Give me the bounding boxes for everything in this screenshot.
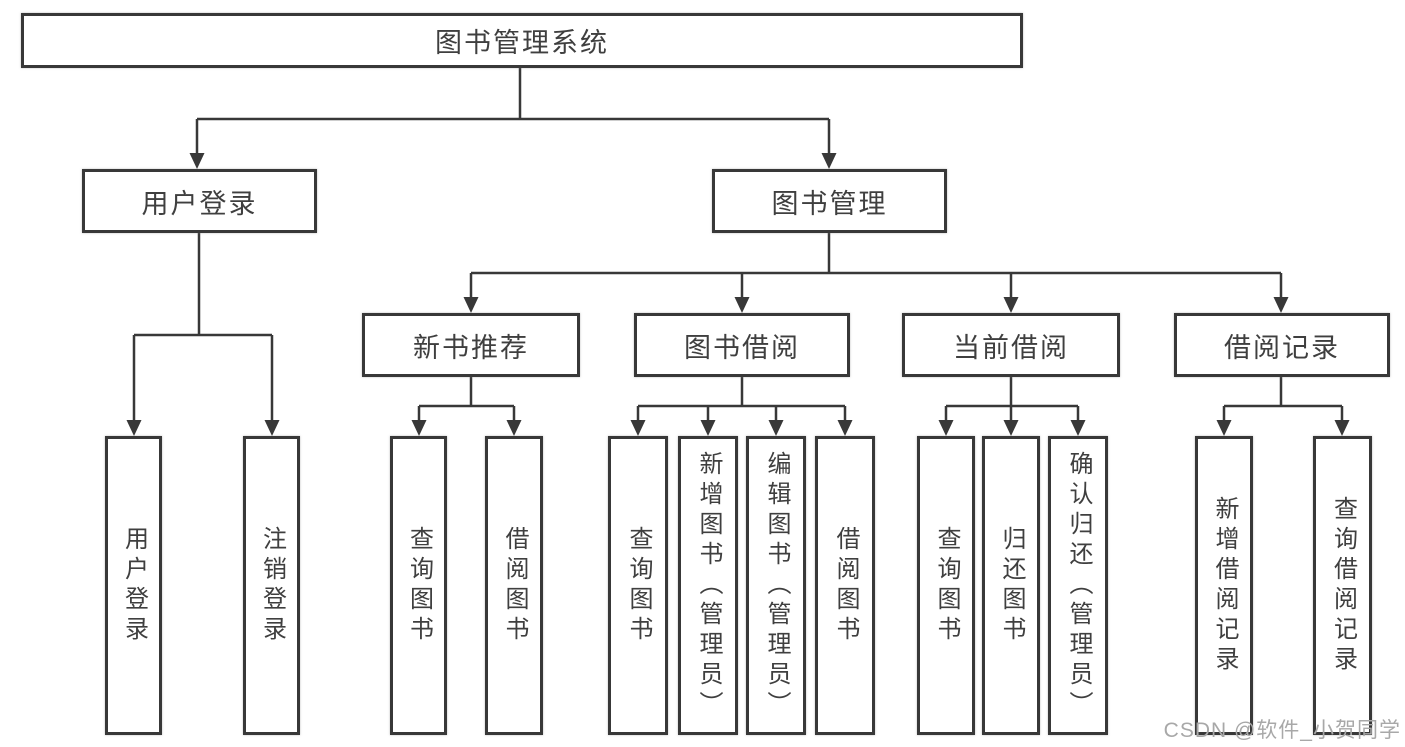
- leaf-label: 借阅图书: [501, 525, 528, 646]
- arrow-down-icon: [700, 420, 716, 436]
- node-user-login: 用户登录: [82, 169, 317, 233]
- leaf-edit-books-admin: 编辑图书（管理员）: [746, 436, 806, 735]
- arrow-down-icon: [1273, 297, 1289, 313]
- leaf-add-borrow-record: 新增借阅记录: [1195, 436, 1253, 735]
- leaf-query-books-recommend: 查询图书: [390, 436, 447, 735]
- node-book-management: 图书管理: [712, 169, 947, 233]
- edges-new-book-recommendation-to-leaves: [411, 377, 522, 436]
- leaf-label: 借阅图书: [832, 525, 859, 646]
- leaf-query-books-borrowing: 查询图书: [608, 436, 668, 735]
- leaf-query-borrow-record: 查询借阅记录: [1313, 436, 1372, 735]
- edges-current-borrowing-to-leaves: [938, 377, 1086, 436]
- leaf-add-books-admin: 新增图书（管理员）: [678, 436, 738, 735]
- leaf-label: 查询借阅记录: [1329, 495, 1357, 676]
- leaf-label: 查询图书: [405, 525, 433, 646]
- node-borrowing-records: 借阅记录: [1174, 313, 1390, 377]
- arrow-down-icon: [463, 297, 479, 313]
- arrow-down-icon: [1070, 420, 1086, 436]
- arrow-down-icon: [1003, 420, 1019, 436]
- leaf-borrow-books-recommend: 借阅图书: [485, 436, 543, 735]
- arrow-down-icon: [630, 420, 646, 436]
- leaf-query-books-current: 查询图书: [917, 436, 975, 735]
- edges-book-management-to-level3: [463, 233, 1289, 313]
- leaf-label: 确认归还（管理员）: [1065, 450, 1092, 721]
- node-library-management-system: 图书管理系统: [21, 13, 1023, 68]
- node-current-borrowing: 当前借阅: [902, 313, 1120, 377]
- arrow-down-icon: [1216, 420, 1232, 436]
- arrow-down-icon: [821, 153, 837, 169]
- leaf-return-books: 归还图书: [982, 436, 1040, 735]
- leaf-borrow-books: 借阅图书: [815, 436, 875, 735]
- arrow-down-icon: [411, 420, 427, 436]
- arrow-down-icon: [1003, 297, 1019, 313]
- leaf-label: 查询图书: [625, 525, 652, 646]
- arrow-down-icon: [264, 420, 280, 436]
- leaf-logout: 注销登录: [243, 436, 300, 735]
- edges-root-to-level2: [189, 68, 837, 169]
- edges-user-login-to-leaves: [126, 233, 280, 436]
- leaf-label: 注销登录: [258, 525, 286, 646]
- arrow-down-icon: [734, 297, 750, 313]
- leaf-label: 归还图书: [998, 525, 1025, 646]
- arrow-down-icon: [1334, 420, 1350, 436]
- node-book-borrowing: 图书借阅: [634, 313, 850, 377]
- leaf-label: 编辑图书（管理员）: [763, 450, 790, 721]
- leaf-label: 新增借阅记录: [1211, 495, 1238, 676]
- leaf-label: 用户登录: [120, 525, 148, 646]
- node-new-book-recommendation: 新书推荐: [362, 313, 580, 377]
- csdn-watermark: CSDN @软件_小贺同学: [1163, 719, 1401, 742]
- leaf-user-login: 用户登录: [105, 436, 162, 735]
- arrow-down-icon: [126, 420, 142, 436]
- leaf-confirm-return-admin: 确认归还（管理员）: [1048, 436, 1108, 735]
- arrow-down-icon: [938, 420, 954, 436]
- arrow-down-icon: [506, 420, 522, 436]
- leaf-label: 查询图书: [933, 525, 960, 646]
- edges-borrowing-records-to-leaves: [1216, 377, 1350, 436]
- arrow-down-icon: [837, 420, 853, 436]
- arrow-down-icon: [768, 420, 784, 436]
- edges-book-borrowing-to-leaves: [630, 377, 853, 436]
- leaf-label: 新增图书（管理员）: [695, 450, 722, 721]
- arrow-down-icon: [189, 153, 205, 169]
